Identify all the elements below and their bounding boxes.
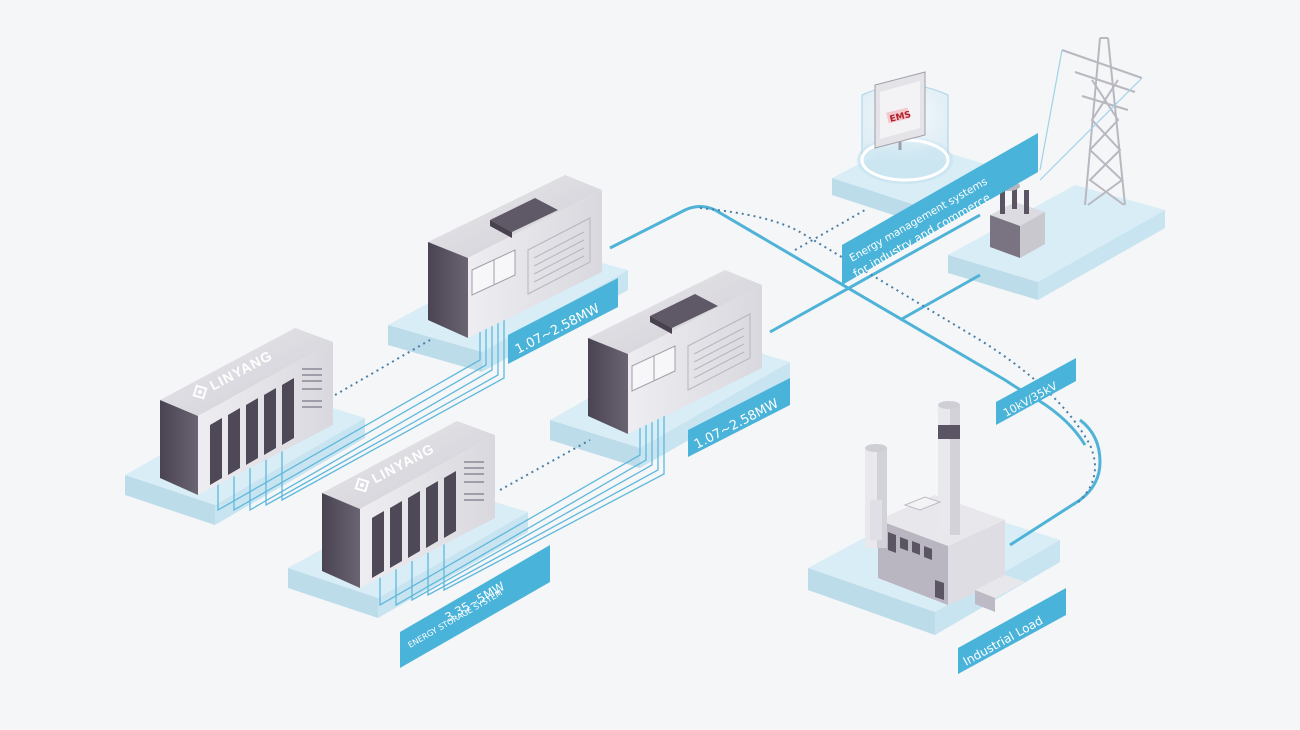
linyang-logo-icon-front xyxy=(354,477,370,493)
platform-substation xyxy=(948,185,1165,300)
storage-cabinet-top xyxy=(428,175,602,338)
comm-line-1 xyxy=(699,207,1096,506)
bus-line-sub xyxy=(899,273,981,322)
connections xyxy=(217,205,1102,607)
comm-line-2 xyxy=(794,209,866,251)
linyang-cabinet-left: LINYANG xyxy=(160,328,333,495)
factory-icon xyxy=(865,401,1025,612)
ems-monitor-icon: EMS xyxy=(857,71,953,184)
comm-line-3 xyxy=(334,339,431,396)
linyang-cabinet-front: LINYANG xyxy=(322,421,495,588)
storage-cabinet-mid xyxy=(588,270,762,434)
bus-line-factory xyxy=(1009,418,1102,547)
transmission-tower-icon xyxy=(1039,37,1143,206)
comm-line-4 xyxy=(499,439,591,491)
label-voltage: 10kV/35kV xyxy=(996,358,1076,425)
bus-line-top xyxy=(609,205,1087,446)
bus-line-mid xyxy=(769,213,981,334)
linyang-logo-icon xyxy=(192,384,208,400)
label-storage-main-line2: ENERGY STORAGE SYSTEM xyxy=(407,588,505,650)
